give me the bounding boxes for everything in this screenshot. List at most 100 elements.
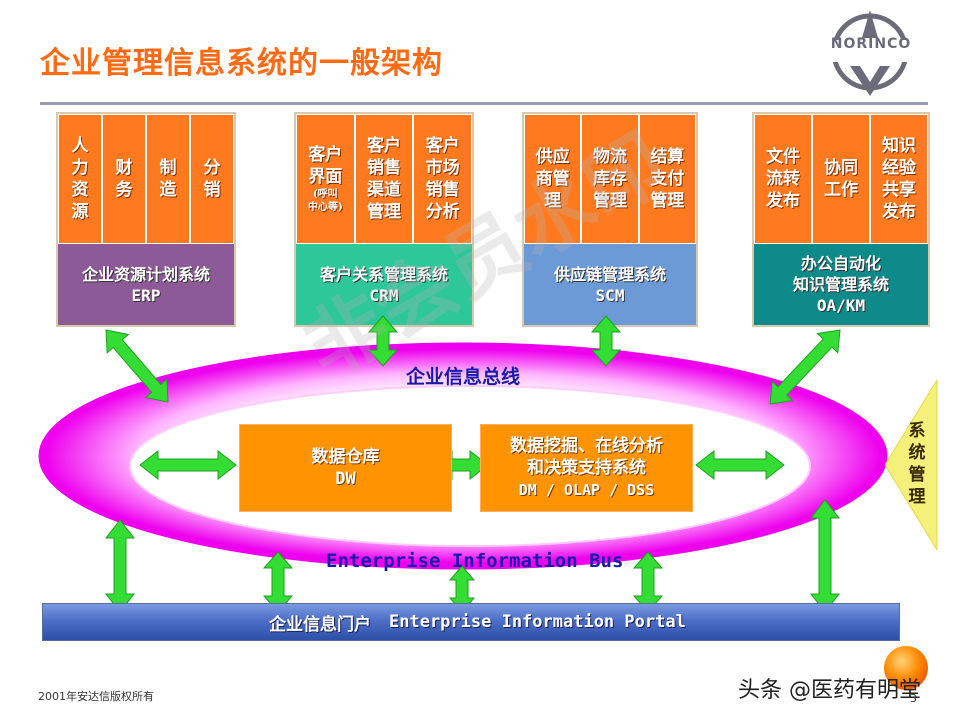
module-cell: 物流库存管理 (581, 114, 639, 244)
logo-text: NORINCO (830, 36, 912, 52)
bus-label-chinese: 企业信息总线 (406, 366, 521, 388)
dw-line-2: DW (335, 469, 356, 489)
module-line: 商管 (535, 169, 570, 189)
module-line: 客户 (425, 136, 460, 156)
module-line: 资 (71, 180, 89, 200)
system-name-line: CRM (369, 285, 399, 305)
module-line: 工作 (824, 180, 858, 200)
title-divider (40, 102, 928, 105)
page-number: 3 (910, 692, 917, 705)
system-name-line: OA/KM (816, 296, 866, 315)
system-name-line: ERP (131, 285, 161, 305)
module-cell: 财务 (102, 114, 146, 244)
decision-support-box: 数据挖掘、在线分析 和决策支持系统 DM / OLAP / DSS (480, 424, 693, 512)
system-management-label: 系 统 管 理 (902, 420, 932, 508)
module-line: 管理 (366, 202, 401, 222)
module-line: 销售 (366, 158, 401, 178)
module-line: 务 (115, 180, 133, 200)
system-name-line: 供应链管理系统 (553, 264, 666, 284)
sysmgmt-char-4: 理 (908, 487, 926, 507)
dm-line-1: 数据挖掘、在线分析 (510, 436, 663, 456)
module-cell: 结算支付管理 (638, 114, 696, 244)
module-line: 发布 (882, 202, 916, 222)
enterprise-portal-bar: 企业信息门户 Enterprise Information Portal (42, 603, 900, 641)
source-watermark: 头条 @医药有明堂 (738, 678, 921, 703)
footer-copyright: 2001年安达信版权所有 (38, 690, 154, 703)
page-title: 企业管理信息系统的一般架构 (40, 46, 443, 81)
module-line: 协同 (824, 158, 858, 178)
module-cell: 分销 (190, 114, 234, 244)
module-line: 源 (71, 202, 89, 222)
module-cell: 知识经验共享发布 (870, 114, 928, 244)
module-line: 库存 (592, 169, 627, 189)
module-line: 结算 (650, 147, 685, 167)
module-line: 分析 (425, 202, 460, 222)
dm-line-3: DM / OLAP / DSS (518, 481, 655, 499)
module-line: 管理 (592, 191, 627, 211)
module-line: 理 (544, 191, 562, 211)
norinco-logo-icon (828, 10, 912, 96)
module-cell: 协同工作 (812, 114, 870, 244)
module-line: 管理 (650, 191, 685, 211)
bidirectional-arrow (104, 519, 136, 613)
module-line: 界面 (308, 167, 343, 187)
module-line: 制 (159, 158, 177, 178)
module-cell: 文件流转发布 (754, 114, 812, 244)
bidirectional-arrow (769, 329, 841, 405)
module-line: 市场 (425, 158, 460, 178)
system-management-shape (885, 380, 938, 550)
module-line: 客户 (366, 136, 401, 156)
sysmgmt-char-2: 统 (908, 443, 926, 463)
sysmgmt-char-1: 系 (908, 421, 926, 441)
module-cell: 客户销售渠道管理 (354, 114, 414, 244)
bus-label-english: Enterprise Information Bus (326, 550, 624, 572)
module-note: 中心等) (307, 202, 343, 213)
module-line: 经验 (882, 158, 916, 178)
sysmgmt-char-3: 管 (908, 465, 926, 485)
module-line: 销售 (425, 180, 460, 200)
data-warehouse-box: 数据仓库 DW (239, 424, 452, 512)
module-line: 人 (71, 136, 89, 156)
module-cell: 人力资源 (58, 114, 102, 244)
system-name-line: 客户关系管理系统 (319, 264, 448, 284)
module-cell: 供应商管理 (524, 114, 582, 244)
bidirectional-arrow (809, 499, 841, 613)
module-line: 渠道 (366, 180, 401, 200)
module-line: 支付 (650, 169, 685, 189)
portal-label-chinese: 企业信息门户 (269, 614, 371, 635)
module-cell: 客户市场销售分析 (413, 114, 472, 244)
module-line: 供应 (535, 147, 570, 167)
module-line: 流转 (766, 169, 800, 189)
system-name-line: 企业资源计划系统 (81, 264, 210, 284)
module-line: 共享 (882, 180, 916, 200)
bidirectional-arrow (367, 315, 399, 367)
system-name-box: 办公自动化知识管理系统 OA/KM (754, 244, 928, 325)
module-note: (呼叫 (312, 189, 338, 200)
module-cell: 制造 (146, 114, 190, 244)
bidirectional-arrow (139, 449, 237, 481)
sun-logo-icon (884, 646, 928, 690)
portal-label-english: Enterprise Information Portal (389, 612, 686, 632)
module-line: 造 (159, 180, 177, 200)
dw-line-1: 数据仓库 (311, 447, 380, 467)
module-line: 财 (115, 158, 133, 178)
module-line: 物流 (592, 147, 627, 167)
module-line: 分 (203, 158, 221, 178)
module-line: 知识 (882, 136, 916, 156)
bidirectional-arrow (105, 329, 169, 403)
dm-line-2: 和决策支持系统 (527, 458, 646, 478)
module-line: 文件 (766, 147, 800, 167)
module-cell: 客户界面 (呼叫中心等) (296, 114, 355, 244)
module-line: 销 (203, 180, 221, 200)
system-name-line: SCM (595, 285, 625, 305)
module-line: 力 (71, 158, 89, 178)
module-line: 发布 (766, 191, 800, 211)
bidirectional-arrow (695, 449, 785, 481)
system-name-line: 知识管理系统 (792, 275, 889, 294)
module-line: 客户 (308, 145, 343, 165)
bidirectional-arrow (590, 315, 622, 367)
system-name-line: 办公自动化 (800, 254, 881, 273)
